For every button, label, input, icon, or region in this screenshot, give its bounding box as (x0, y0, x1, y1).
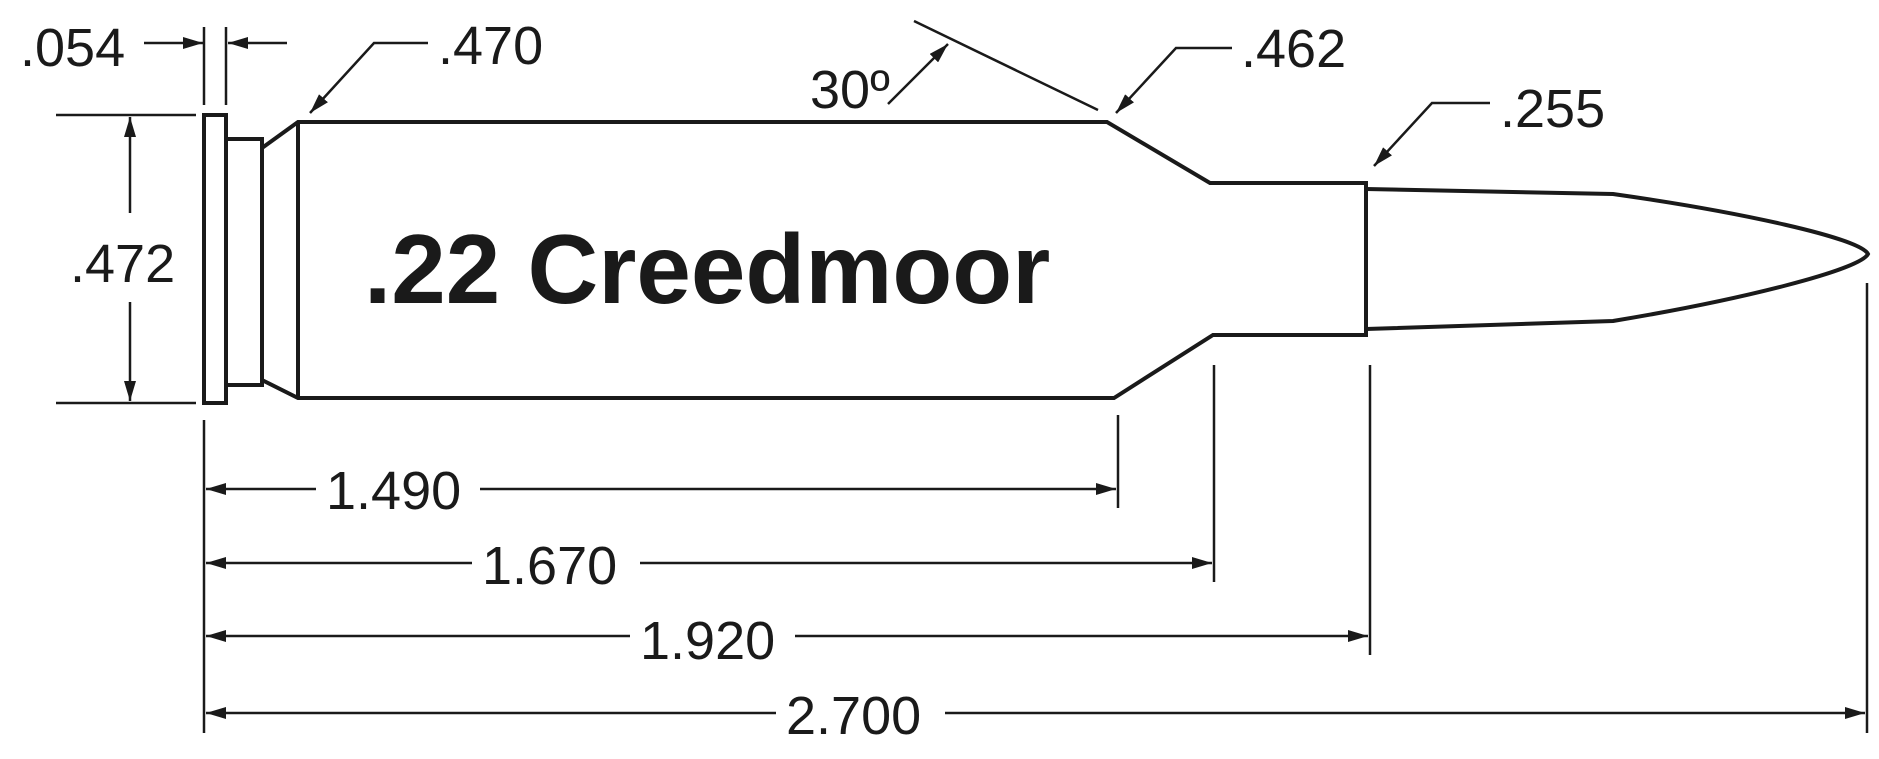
base-diameter-label: .472 (70, 234, 175, 294)
rim-diameter-label: .470 (438, 16, 543, 76)
dim-base-diameter: .472 (56, 113, 196, 405)
dim-length-to-shoulder: 1.490 (206, 461, 1116, 521)
rim-thickness-label: .054 (20, 18, 125, 78)
shoulder-angle-label: 30º (810, 60, 890, 120)
dim-case-length: 1.920 (206, 611, 1368, 671)
dim-rim-diameter: .470 (309, 16, 543, 114)
extractor-groove (224, 137, 264, 387)
dim-overall-length: 2.700 (206, 686, 1865, 746)
length-to-shoulder-label: 1.490 (326, 461, 461, 521)
rim (202, 113, 228, 405)
case-length-label: 1.920 (640, 611, 775, 671)
dim-length-to-neck: 1.670 (206, 536, 1212, 596)
dim-shoulder-diameter: .462 (1115, 19, 1346, 114)
case-body (260, 120, 1368, 400)
dim-rim-thickness: .054 (20, 18, 287, 105)
cartridge-title: .22 Creedmoor (364, 214, 1050, 324)
bullet (1365, 187, 1871, 331)
length-to-neck-label: 1.670 (482, 536, 617, 596)
extension-lines (202, 283, 1869, 733)
dim-neck-diameter: .255 (1373, 79, 1605, 167)
neck-diameter-label: .255 (1500, 79, 1605, 139)
overall-length-label: 2.700 (786, 686, 921, 746)
cartridge-outline (202, 113, 1871, 405)
dim-shoulder-angle: 30º (810, 19, 1099, 120)
shoulder-diameter-label: .462 (1241, 19, 1346, 79)
